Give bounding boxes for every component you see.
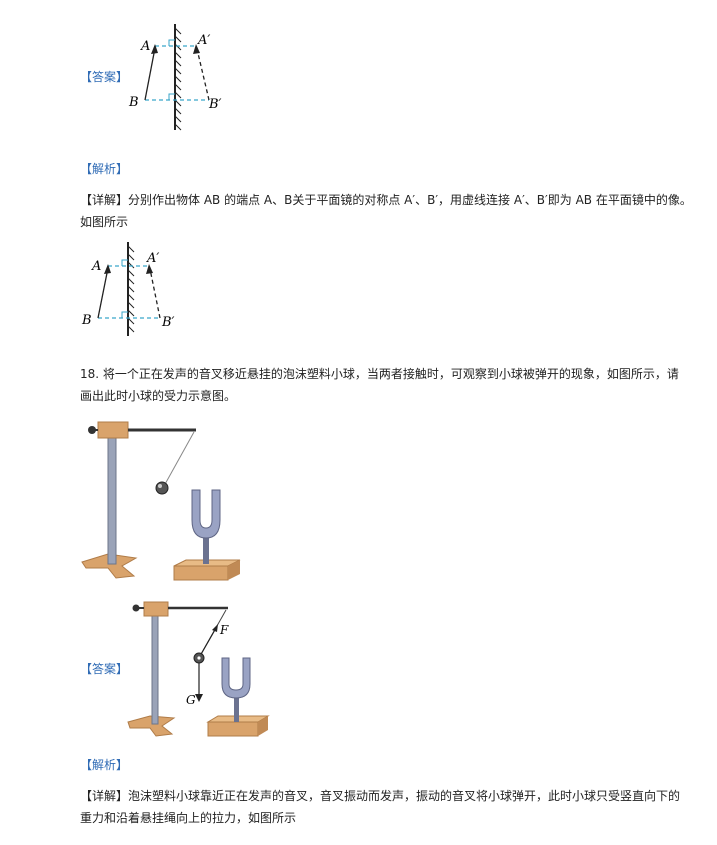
tuning-fork-figure-answer: F G — [127, 601, 270, 737]
analysis-label-18: 【解析】 — [80, 758, 129, 772]
label-b-2: B — [81, 313, 92, 328]
tuning-fork-figure-question — [81, 421, 241, 581]
mirror-figure-explanation: A A′ B B′ — [81, 242, 175, 336]
label-b-prime: B′ — [208, 97, 222, 112]
detail-text-17-2: 如图所示 — [80, 215, 129, 229]
detail-17: 【详解】分别作出物体 AB 的端点 A、B关于平面镜的对称点 A′、B′，用虚线… — [80, 189, 700, 211]
force-label-g: G — [186, 693, 196, 707]
question-18-line-2: 画出此时小球的受力示意图。 — [80, 389, 237, 403]
detail-text-18-2: 重力和沿着悬挂绳向上的拉力，如图所示 — [80, 811, 297, 825]
question-18-line-1: 18. 将一个正在发声的音叉移近悬挂的泡沫塑料小球，当两者接触时，可观察到小球被… — [80, 367, 679, 381]
label-b-prime-2: B′ — [161, 315, 175, 330]
label-a-2: A — [91, 259, 101, 274]
answer-label-18: 【答案】 — [80, 662, 129, 676]
detail-text-17-1: 分别作出物体 AB 的端点 A、B关于平面镜的对称点 A′、B′，用虚线连接 A… — [128, 193, 692, 207]
label-a-prime: A′ — [197, 33, 210, 48]
detail-label-17: 【详解】 — [80, 193, 129, 207]
label-a: A — [140, 39, 150, 54]
force-label-f: F — [219, 623, 229, 637]
detail-text-18-1: 泡沫塑料小球靠近正在发声的音叉，音叉振动而发声，振动的音叉将小球弹开，此时小球只… — [128, 789, 681, 803]
mirror-figure-answer: A A′ B B′ — [128, 24, 222, 131]
label-a-prime-2: A′ — [146, 251, 159, 266]
label-b: B — [128, 95, 139, 110]
analysis-label-17: 【解析】 — [80, 162, 129, 176]
detail-label-18: 【详解】 — [80, 789, 129, 803]
answer-label-17: 【答案】 — [80, 70, 129, 84]
detail-18: 【详解】泡沫塑料小球靠近正在发声的音叉，音叉振动而发声，振动的音叉将小球弹开，此… — [80, 785, 705, 807]
